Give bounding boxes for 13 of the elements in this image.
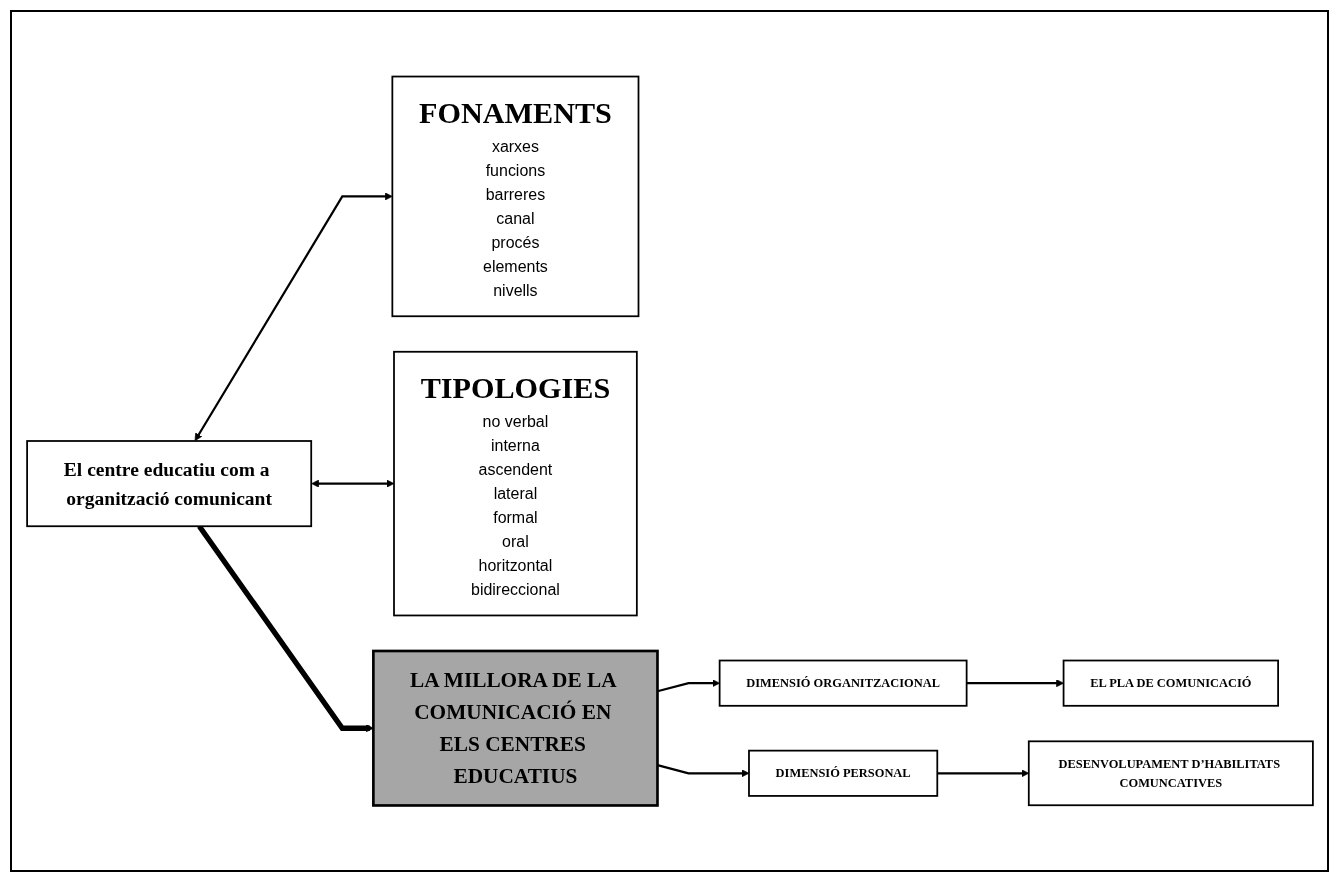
node-box: El centre educatiu com a organització comunicant (25, 440, 312, 528)
arrow (656, 764, 749, 778)
node-box: TIPOLOGIES no verbal interna ascendent lateral formal oral horitzontal bidireccional (392, 350, 638, 617)
node-box: FONAMENTS xarxes funcions barreres canal procés elements nivells (390, 75, 639, 318)
node-box: DIMENSIÓ ORGANITZACIONAL (718, 659, 967, 707)
node-box: LA MILLORA DE LA COMUNICACIÓ EN ELS CENTRES EDUCATIUS (371, 649, 659, 807)
node-box: DIMENSIÓ PERSONAL (747, 749, 938, 797)
node-box: EL PLA DE COMUNICACIÓ (1062, 659, 1279, 707)
arrow (310, 479, 394, 488)
node-box: DESENVOLUPAMENT D’HABILITATS COMUNCATIVES (1027, 740, 1314, 807)
arrow (936, 769, 1029, 778)
arrow (966, 679, 1064, 688)
arrow (656, 679, 720, 693)
